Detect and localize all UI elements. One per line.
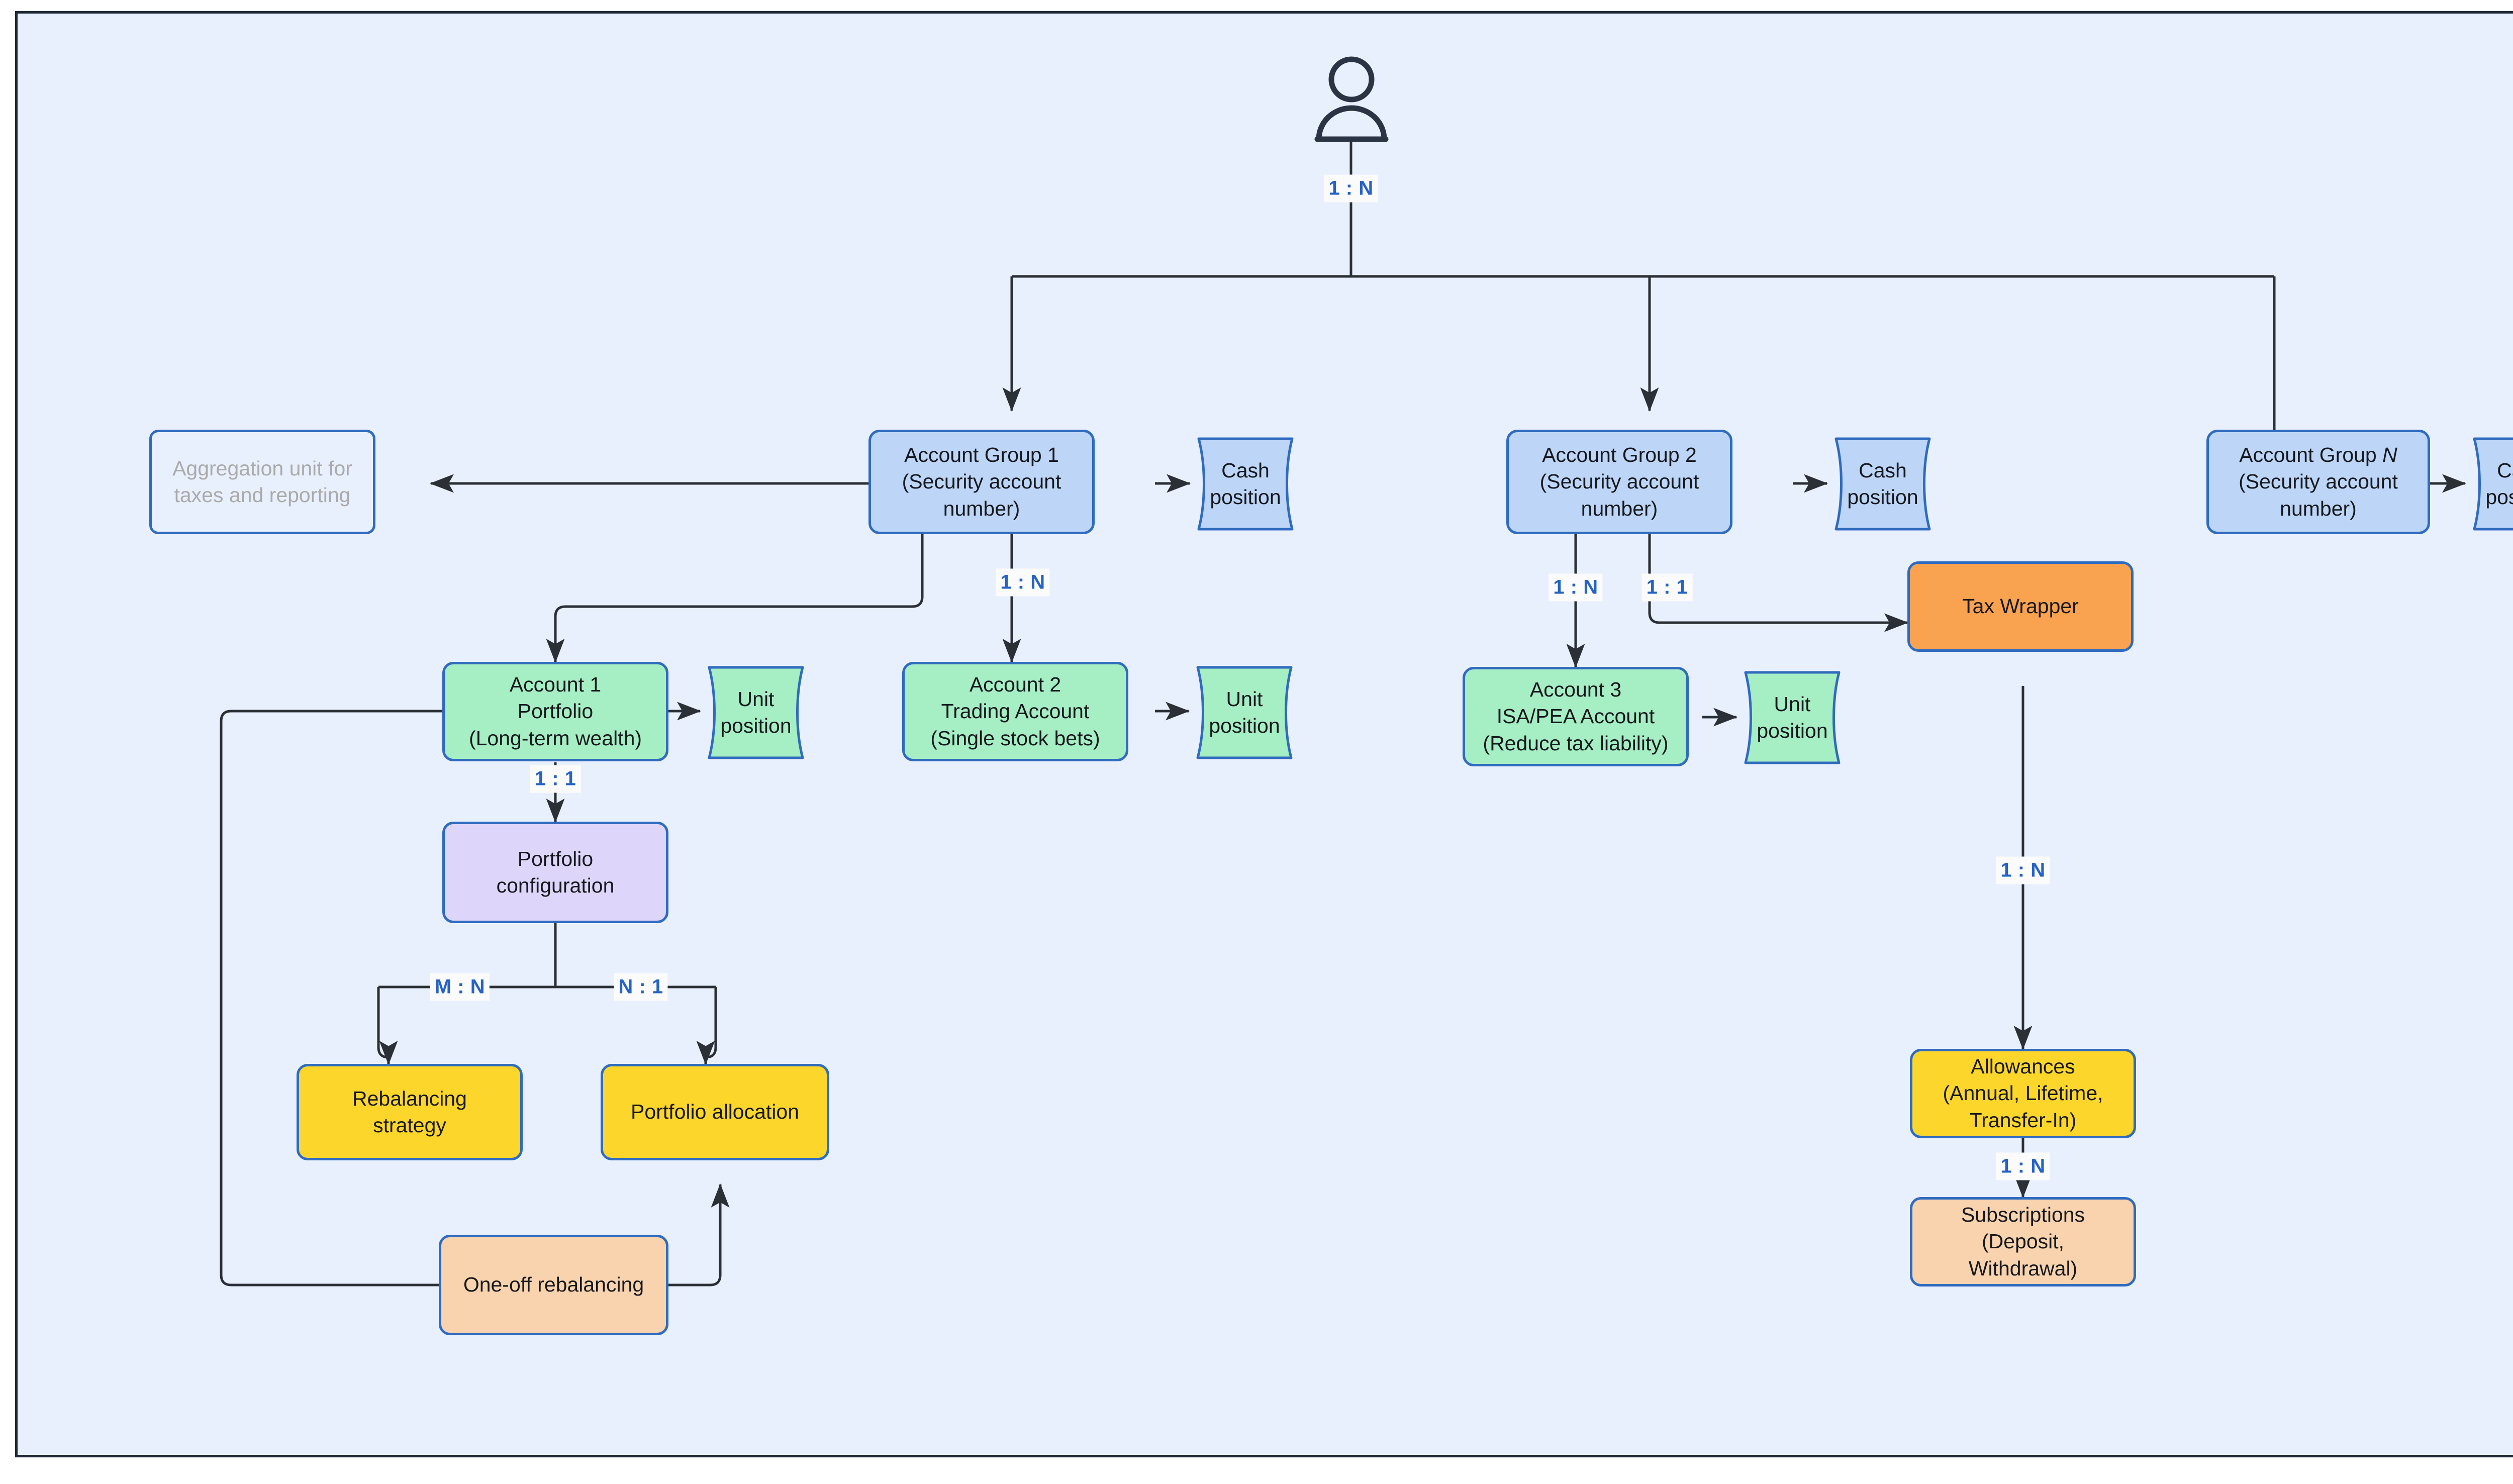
node-text: Cash position	[2485, 458, 2513, 509]
edge-label-group2-to-tax-wrapper: 1 : 1	[1641, 573, 1693, 602]
edge-label-group2-to-account3: 1 : N	[1549, 573, 1603, 602]
node-tax-wrapper[interactable]: Tax Wrapper	[1907, 561, 2134, 652]
node-account-group-n[interactable]: Account Group N (Security account number…	[2206, 430, 2430, 534]
node-account-2[interactable]: Account 2 Trading Account (Single stock …	[902, 662, 1128, 761]
edge-label-account1-to-config: 1 : 1	[530, 765, 581, 793]
node-text: Unit position	[1757, 692, 1828, 742]
edge-oneoff-account1	[220, 702, 532, 1287]
edge-ag1-account1	[546, 527, 924, 663]
account-group-n-index: N	[2382, 443, 2397, 467]
node-text: Tax Wrapper	[1962, 595, 2079, 618]
node-cash-position-2[interactable]: Cash position	[1827, 436, 1939, 532]
connector-layer	[220, 142, 2467, 1287]
node-rebalancing-strategy[interactable]: Rebalancing strategy	[297, 1064, 523, 1160]
node-allowances[interactable]: Allowances (Annual, Lifetime, Transfer-I…	[1910, 1049, 2136, 1138]
node-text: Account Group 2 (Security account number…	[1539, 443, 1699, 520]
node-portfolio-configuration[interactable]: Portfolio configuration	[442, 822, 668, 923]
node-text: Cash position	[1847, 458, 1918, 509]
node-text: Allowances (Annual, Lifetime, Transfer-I…	[1943, 1055, 2103, 1132]
edge-oneoff-allocation	[668, 1183, 730, 1287]
node-unit-position-1[interactable]: Unit position	[700, 664, 812, 761]
node-text: Account 2 Trading Account (Single stock …	[930, 673, 1100, 750]
edge-label-allowances-to-subscriptions: 1 : N	[1996, 1152, 2050, 1180]
node-text: Unit position	[720, 687, 792, 737]
node-cash-position-n[interactable]: Cash position	[2465, 436, 2513, 532]
node-subscriptions[interactable]: Subscriptions (Deposit, Withdrawal)	[1910, 1197, 2136, 1287]
node-text: Cash position	[1210, 458, 1281, 509]
node-portfolio-allocation[interactable]: Portfolio allocation	[601, 1064, 829, 1160]
node-account-1[interactable]: Account 1 Portfolio (Long-term wealth)	[442, 662, 668, 761]
edge-label-config-to-portfolio-allocation: N : 1	[614, 973, 668, 1001]
edge-label-tax-wrapper-to-allowances: 1 : N	[1996, 856, 2050, 884]
node-aggregation-unit[interactable]: Aggregation unit for taxes and reporting	[149, 430, 375, 534]
edge-label-group1-to-account2: 1 : N	[996, 568, 1050, 597]
node-text: Account Group 1 (Security account number…	[902, 443, 1061, 520]
node-text: Portfolio configuration	[496, 847, 615, 897]
edge-config-rebalancing	[377, 987, 398, 1065]
diagram-canvas: Aggregation unit for taxes and reporting…	[15, 11, 2513, 1457]
node-unit-position-3[interactable]: Unit position	[1736, 669, 1848, 766]
edge-label-person-to-groups: 1 : N	[1324, 174, 1378, 203]
node-text: One-off rebalancing	[463, 1273, 644, 1297]
node-text: Portfolio allocation	[630, 1100, 800, 1124]
node-text: Aggregation unit for taxes and reporting	[172, 456, 352, 507]
node-one-off-rebalancing[interactable]: One-off rebalancing	[439, 1235, 668, 1335]
person-icon	[1308, 55, 1395, 144]
node-cash-position-1[interactable]: Cash position	[1190, 436, 1301, 532]
node-text: Rebalancing strategy	[352, 1086, 467, 1137]
edge-label-config-to-rebalancing-strategy: M : N	[430, 973, 490, 1001]
node-text: Account 3 ISA/PEA Account (Reduce tax li…	[1483, 678, 1669, 755]
node-account-3[interactable]: Account 3 ISA/PEA Account (Reduce tax li…	[1463, 667, 1689, 766]
node-account-group-2[interactable]: Account Group 2 (Security account number…	[1506, 430, 1732, 534]
node-unit-position-2[interactable]: Unit position	[1189, 664, 1300, 761]
node-account-group-1[interactable]: Account Group 1 (Security account number…	[868, 430, 1095, 534]
node-text: Unit position	[1209, 687, 1280, 737]
edge-config-allocation	[696, 987, 717, 1065]
node-text: Account 1 Portfolio (Long-term wealth)	[468, 673, 642, 750]
edge-ag2-taxwrapper	[1648, 527, 1909, 632]
node-text: Subscriptions (Deposit, Withdrawal)	[1961, 1203, 2085, 1280]
node-text: Account Group N (Security account number…	[2239, 443, 2398, 520]
